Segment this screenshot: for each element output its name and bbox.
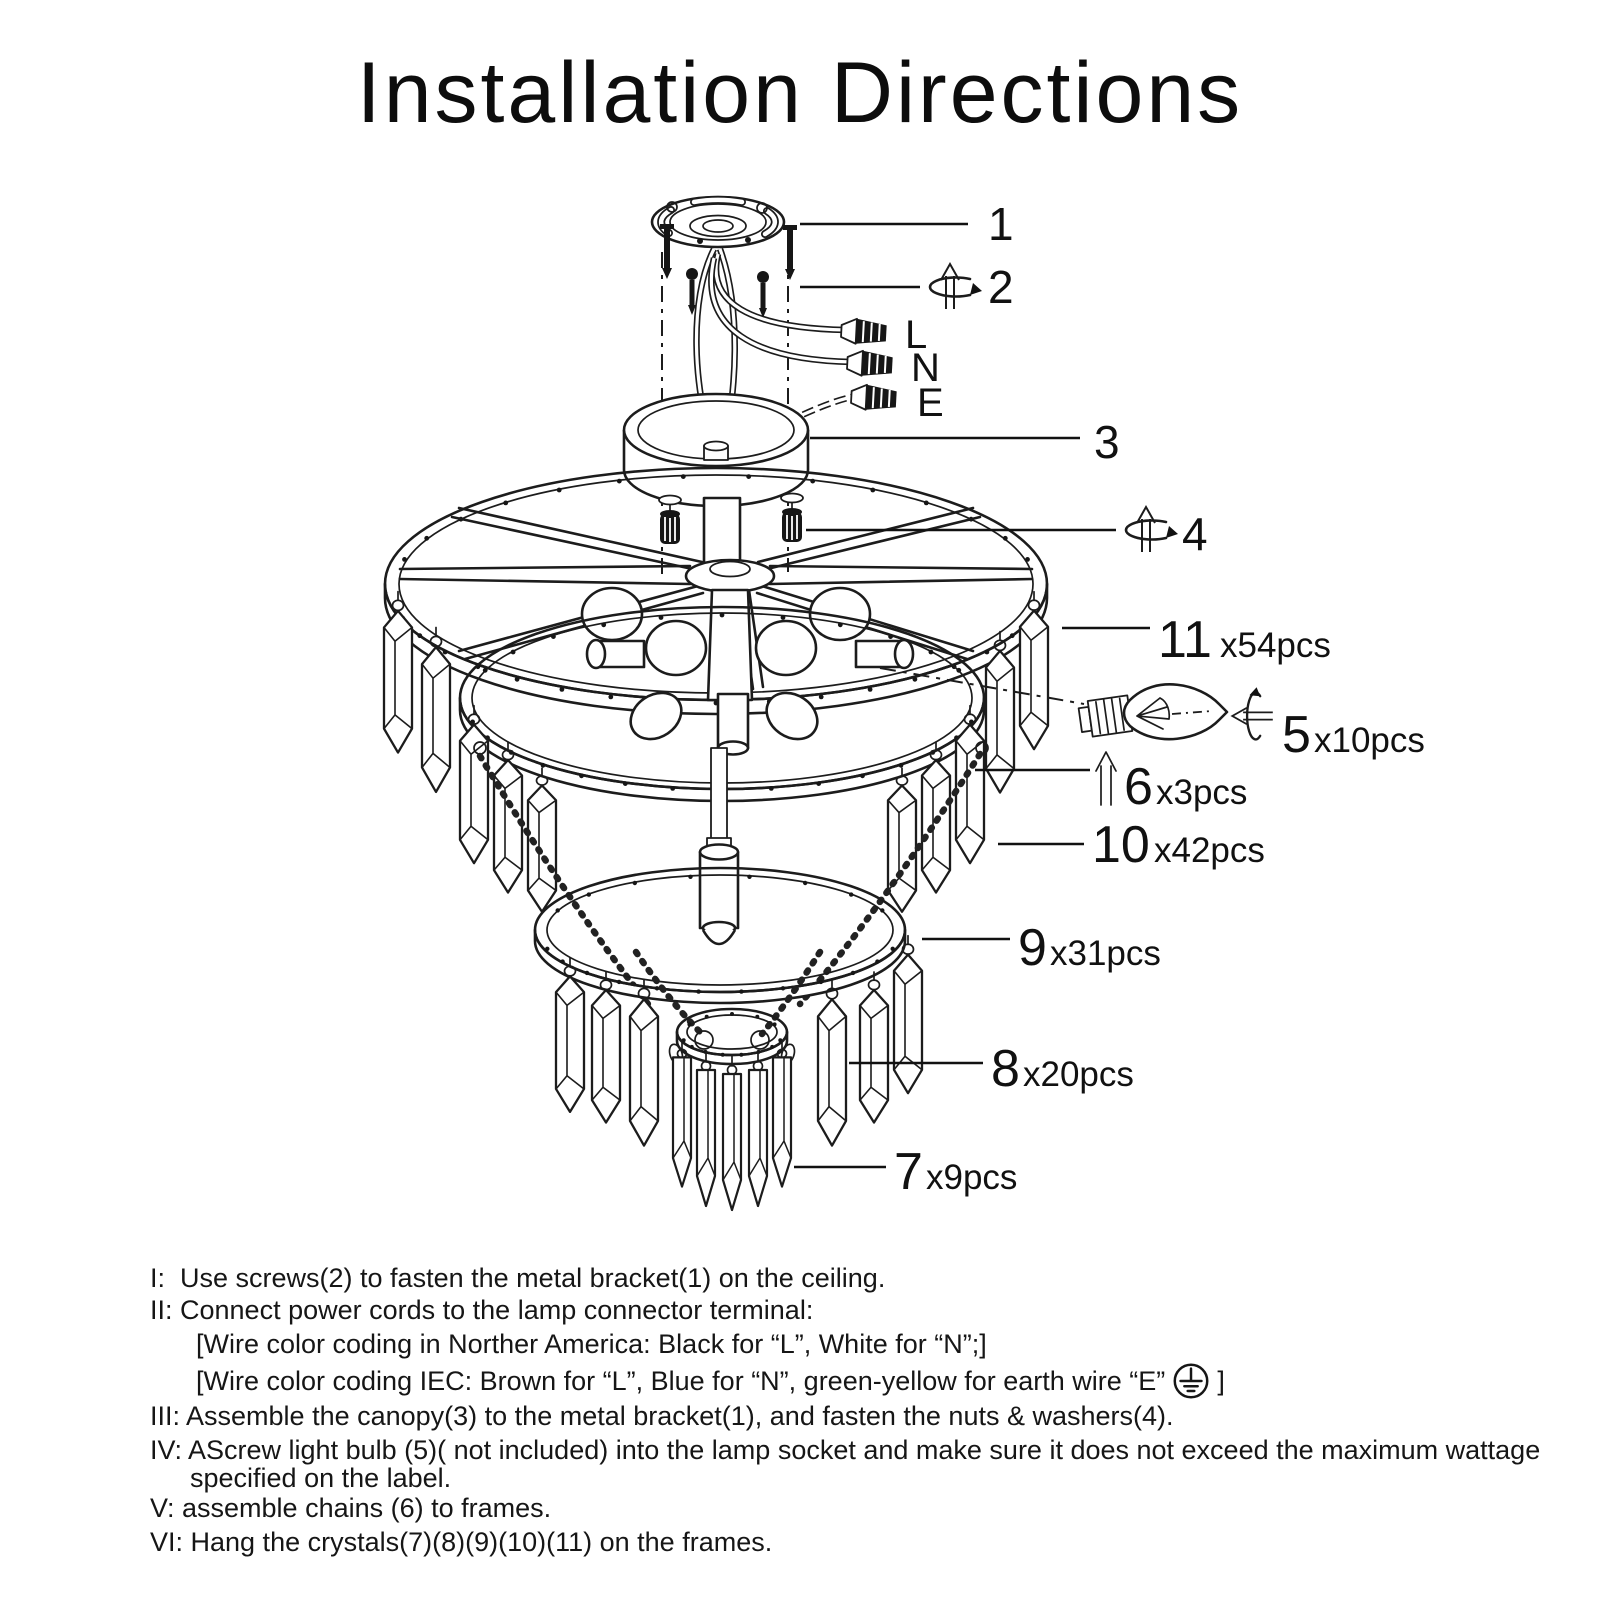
callout-6-qty: x3pcs xyxy=(1156,773,1247,812)
label-wire-earth: E xyxy=(917,381,944,425)
callout-9-qty: x31pcs xyxy=(1050,934,1161,973)
center-hub xyxy=(684,558,776,594)
canopy xyxy=(622,392,810,508)
light-bulb xyxy=(1077,683,1229,741)
callout-10-num: 10 xyxy=(1092,816,1150,874)
instruction-wire-iec-suffix: ] xyxy=(1217,1366,1225,1396)
callout-9-num: 9 xyxy=(1018,919,1047,977)
callout-3: 3 xyxy=(1094,416,1120,468)
mounting-screws xyxy=(660,224,797,318)
instruction-step-2: II: Connect power cords to the lamp conn… xyxy=(150,1295,814,1325)
callout-11-num: 11 xyxy=(1158,611,1212,669)
instruction-wire-iec: [Wire color coding IEC: Brown for “L”, B… xyxy=(196,1360,1225,1402)
instruction-step-1: I: Use screws(2) to fasten the metal bra… xyxy=(150,1263,886,1293)
callout-8-num: 8 xyxy=(991,1040,1020,1098)
center-rod-upper xyxy=(702,496,742,572)
bulb-axis-line xyxy=(879,667,1085,705)
page-title: Installation Directions xyxy=(356,45,1244,141)
instruction-wire-na: [Wire color coding in Norther America: B… xyxy=(196,1329,987,1359)
instruction-step-5: V: assemble chains (6) to frames. xyxy=(150,1493,552,1523)
instruction-step-3: III: Assemble the canopy(3) to the metal… xyxy=(150,1401,1174,1431)
lamp-sockets xyxy=(580,586,915,756)
ceiling-bracket xyxy=(650,195,786,249)
rotate-icon-nut xyxy=(1124,505,1180,554)
callout-5-num: 5 xyxy=(1282,706,1311,764)
instruction-step-6: VI: Hang the crystals(7)(8)(9)(10)(11) o… xyxy=(150,1527,773,1557)
rotate-icon-screw xyxy=(928,262,984,311)
instruction-step-4-cont: specified on the label. xyxy=(190,1463,452,1493)
callout-1: 1 xyxy=(988,198,1014,250)
callout-7-qty: x9pcs xyxy=(926,1158,1017,1197)
wire-connector-live xyxy=(840,317,887,345)
leader-lines xyxy=(794,222,1150,1169)
wire-connector-earth xyxy=(850,383,897,411)
center-rod-lower xyxy=(698,747,740,946)
callout-5-qty: x10pcs xyxy=(1314,721,1425,760)
label-wire-live: L xyxy=(905,313,927,357)
earth-ground-icon xyxy=(1173,1363,1209,1399)
washers-and-nuts xyxy=(658,492,804,544)
callout-8-qty: x20pcs xyxy=(1023,1055,1134,1094)
frame-ring-third xyxy=(533,866,907,1005)
instruction-step-4: IV: AScrew light bulb (5)( not included)… xyxy=(150,1435,1541,1465)
frame-ring-bottom xyxy=(668,1007,796,1066)
callout-10-qty: x42pcs xyxy=(1154,831,1265,870)
instruction-wire-iec-text: [Wire color coding IEC: Brown for “L”, B… xyxy=(196,1366,1166,1396)
label-wire-neutral: N xyxy=(911,346,940,390)
wire-connector-neutral xyxy=(846,349,893,377)
rotate-icon-bulb xyxy=(1231,686,1274,741)
callout-7-num: 7 xyxy=(894,1143,923,1201)
callout-2: 2 xyxy=(988,261,1014,313)
callout-4: 4 xyxy=(1182,508,1208,560)
callout-11-qty: x54pcs xyxy=(1220,626,1331,665)
insert-arrow-icon xyxy=(1095,751,1117,806)
chains-lower xyxy=(632,948,824,1038)
crystals-tier-7 xyxy=(671,1039,793,1212)
callout-6-num: 6 xyxy=(1124,758,1153,816)
